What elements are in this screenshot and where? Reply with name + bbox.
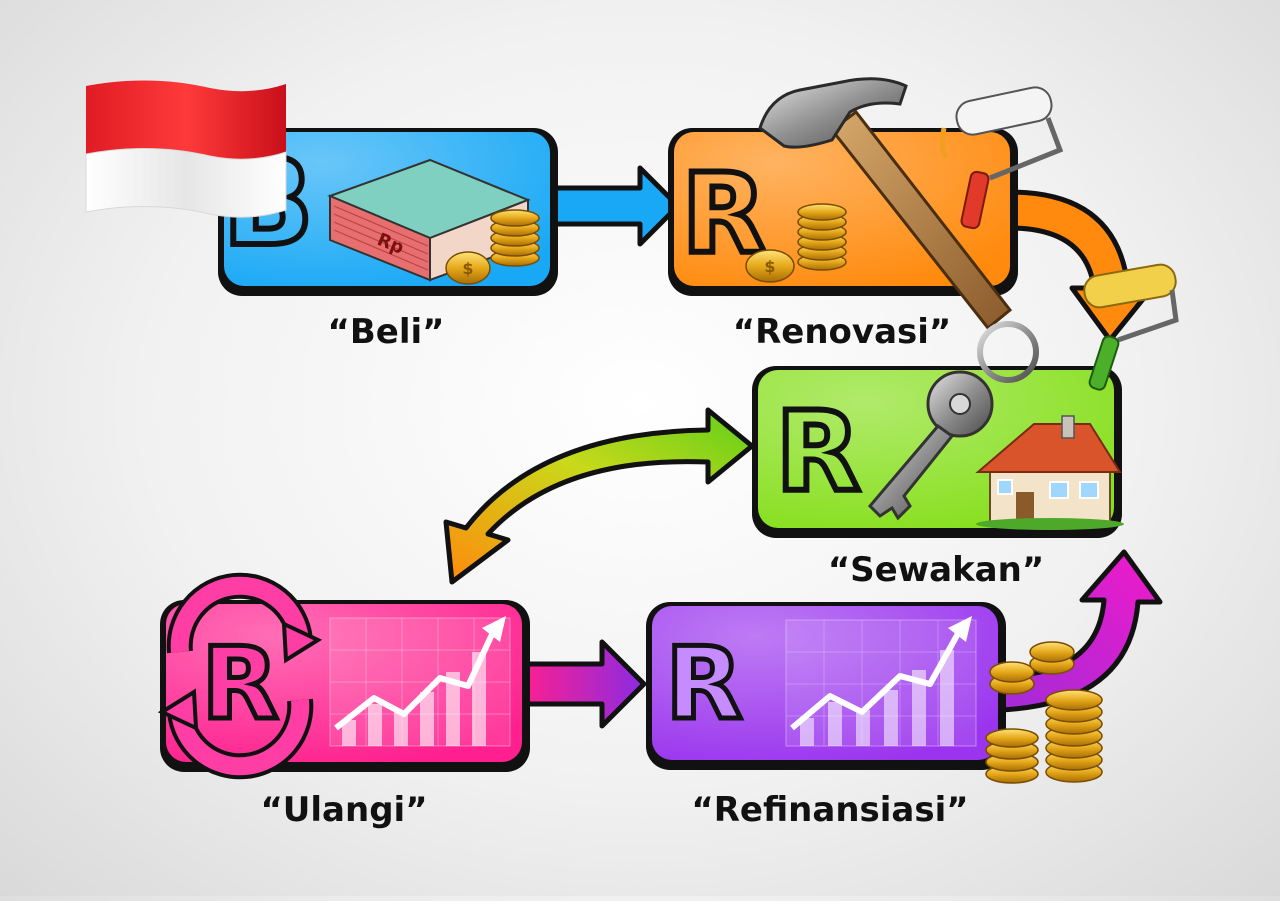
arrow-ulangi-to-refinansiasi xyxy=(517,639,647,729)
arrow-beli-to-renovasi xyxy=(545,165,681,247)
step-label-sewakan: “Sewakan” xyxy=(827,550,1045,590)
coin-stack-icon: $ xyxy=(445,209,540,285)
step-letter-refinansiasi: R xyxy=(665,625,742,742)
growth-chart-icon xyxy=(329,616,511,747)
paint-roller-icon xyxy=(939,86,1064,230)
paint-roller-icon xyxy=(1083,263,1179,391)
step-letter-sewakan: R xyxy=(776,388,861,516)
cycle-arrows-icon xyxy=(157,572,323,780)
svg-text:$: $ xyxy=(764,257,775,276)
step-label-renovasi: “Renovasi” xyxy=(732,312,952,352)
coin-stack-icon: $ xyxy=(745,203,847,283)
step-label-beli: “Beli” xyxy=(327,312,445,352)
key-icon xyxy=(867,321,1039,521)
step-letter-ulangi: R xyxy=(201,625,278,742)
hammer-icon xyxy=(758,77,1013,331)
arrow-renovasi-to-sewakan xyxy=(1007,189,1155,343)
growth-chart-icon xyxy=(785,616,977,747)
step-label-refinansiasi: “Refinansiasi” xyxy=(691,790,969,830)
step-box-beli: B Rp $ xyxy=(218,128,558,296)
indonesia-flag-icon xyxy=(85,80,287,218)
step-box-ulangi: R xyxy=(157,572,530,780)
step-label-ulangi: “Ulangi” xyxy=(260,790,428,830)
svg-text:$: $ xyxy=(462,259,473,278)
arrow-sewakan-to-ulangi xyxy=(443,407,755,585)
step-box-refinansiasi: R xyxy=(646,602,1006,770)
coin-pile-icon xyxy=(985,641,1103,784)
house-icon xyxy=(975,415,1124,530)
